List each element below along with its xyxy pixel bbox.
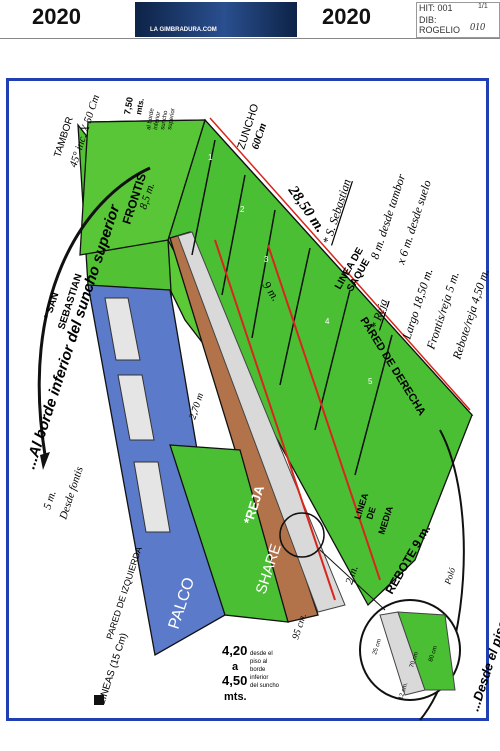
author: ROGELIO xyxy=(419,25,461,35)
wall-line xyxy=(314,289,351,431)
polo: Poló xyxy=(442,566,457,587)
dib-label: DIB: xyxy=(419,15,437,25)
top-arrow xyxy=(37,166,151,456)
header: 2020 LA GIMBRADURA.COM 2020 HIT: 001 1/1… xyxy=(0,0,500,39)
palco-window xyxy=(117,374,155,441)
lineas-swatch xyxy=(94,695,104,705)
pared-izquierda: PARED DE IZQUIERDA xyxy=(104,545,143,640)
top-height-unit: mts. xyxy=(134,98,146,116)
bottom-note: desde el xyxy=(250,651,273,657)
top-height-note: al borde xyxy=(146,107,156,130)
reja-channel xyxy=(177,231,346,613)
bottom-note: borde xyxy=(250,667,266,673)
bottom-height-4: mts. xyxy=(224,691,247,703)
wall-line xyxy=(354,334,393,476)
top-height-note: inferior xyxy=(153,111,162,130)
s-sebastian-title: * S. Sebastian xyxy=(320,177,354,246)
san-sebastian-1: * SAN xyxy=(42,291,61,321)
bottom-note: del suncho xyxy=(250,683,280,689)
sheet-number: 010 xyxy=(470,22,485,33)
desde-fontis-1: 5 m. xyxy=(41,489,58,511)
year-right: 2020 xyxy=(322,4,371,29)
year-left: 2020 xyxy=(32,4,81,29)
left-wall-lower xyxy=(169,444,289,623)
bottom-note: piso al xyxy=(250,659,267,665)
linea-media-2: DE xyxy=(364,506,377,521)
inset-25: 25 cm xyxy=(372,638,383,655)
length-arrow xyxy=(209,117,471,411)
top-height-note: superior xyxy=(167,108,177,130)
line-number: 3 xyxy=(264,255,269,264)
diagram-frame xyxy=(6,78,489,721)
line-number: 5 xyxy=(368,377,373,386)
two-m: 2 m. xyxy=(343,564,360,586)
wall-line xyxy=(279,247,311,386)
wall-line xyxy=(251,209,276,339)
top-height: 7,50 xyxy=(122,96,135,115)
desde-fontis-2: Desde fontis xyxy=(57,465,86,522)
bottom-note: inferior xyxy=(250,675,268,681)
wall-line xyxy=(191,139,216,256)
arrow-head xyxy=(40,452,50,470)
inset-70: 70 cm xyxy=(409,651,420,668)
inset-floor xyxy=(397,611,456,691)
line-number: 4 xyxy=(325,317,330,326)
red-line xyxy=(214,239,336,601)
frontis-wall xyxy=(79,119,206,256)
line-number: 1 xyxy=(208,153,213,162)
banner-text: LA GIMBRADURA.COM xyxy=(150,27,217,33)
line-number: 2 xyxy=(240,205,245,214)
page-label: 1/1 xyxy=(478,3,488,10)
bottom-height-1: 4,20 xyxy=(222,643,247,658)
banner-image xyxy=(135,2,297,37)
lineas: LINEAS (15 Cm) xyxy=(96,632,129,706)
palco-window xyxy=(133,461,171,533)
top-height-note: suncho xyxy=(160,110,169,131)
bottom-height-2: a xyxy=(232,661,239,673)
dim-270: 2,70 m xyxy=(187,392,206,421)
zoom-connector xyxy=(319,549,386,611)
red-line xyxy=(267,244,381,581)
inset-12: 12 cm. xyxy=(398,681,409,700)
zoom-circle xyxy=(279,512,325,558)
bottom-height-3: 4,50 xyxy=(222,673,247,688)
inset-80: 80 cm xyxy=(428,645,439,662)
hit-label: HIT: 001 xyxy=(419,3,453,13)
palco-window xyxy=(104,297,141,361)
